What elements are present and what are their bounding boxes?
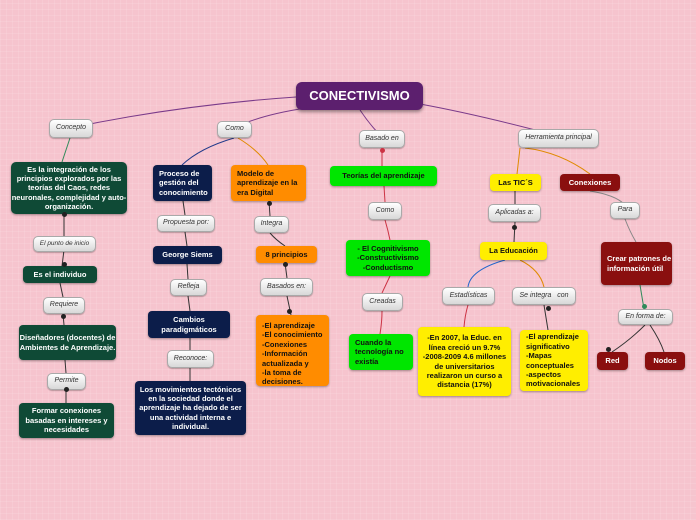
label-concepto[interactable]: Concepto	[49, 119, 93, 138]
label-para[interactable]: Para	[610, 202, 640, 219]
estadisticas-dato-node[interactable]: -En 2007, la Educ. en línea creció un 9.…	[418, 327, 511, 396]
label-en-forma-de[interactable]: En forma de:	[618, 309, 673, 325]
disenadores-node[interactable]: Diseñadores (docentes) de Ambientes de A…	[19, 325, 116, 360]
label-punto-de-inicio[interactable]: El punto de inicio	[33, 236, 96, 252]
cambios-paradigmaticos-node[interactable]: Cambios paradigmáticos	[148, 311, 230, 338]
label-herramienta-principal[interactable]: Herramienta principal	[518, 129, 599, 148]
connector-dot	[546, 306, 551, 311]
tics-node[interactable]: Las TIC´S	[490, 174, 541, 191]
label-aplicadas-a[interactable]: Aplicadas a:	[488, 204, 541, 222]
label-como[interactable]: Como	[217, 121, 252, 138]
nodos-node[interactable]: Nodos	[645, 352, 685, 370]
conexiones-node[interactable]: Conexiones	[560, 174, 620, 191]
teorias-aprendizaje-node[interactable]: Teorías del aprendizaje	[330, 166, 437, 186]
definition-node[interactable]: Es la integración de los principios expl…	[11, 162, 127, 214]
formar-conexiones-node[interactable]: Formar conexiones basadas en intereses y…	[19, 403, 114, 438]
ocho-principios-node[interactable]: 8 principios	[256, 246, 317, 263]
teorias-list-node[interactable]: - El Cognitivismo -Constructivismo -Cond…	[346, 240, 430, 276]
label-basados-en[interactable]: Basados en:	[260, 278, 313, 296]
label-refleja[interactable]: Refleja	[170, 279, 207, 296]
label-requiere[interactable]: Requiere	[43, 297, 85, 314]
label-como-teorias[interactable]: Como	[368, 202, 402, 220]
connector-dot	[62, 212, 67, 217]
connector-dot	[642, 304, 647, 309]
educacion-node[interactable]: La Educación	[480, 242, 547, 260]
label-basado-en[interactable]: Basado en	[359, 130, 405, 148]
connector-dot	[64, 387, 69, 392]
connector-dot	[606, 347, 611, 352]
red-node[interactable]: Red	[597, 352, 628, 370]
proceso-gestion-node[interactable]: Proceso de gestión del conocimiento	[153, 165, 212, 201]
label-reconoce[interactable]: Reconoce:	[167, 350, 214, 368]
label-se-integra-con[interactable]: Se integra con	[512, 287, 576, 305]
label-estadisticas[interactable]: Estadísticas	[442, 287, 495, 305]
connector-dot	[380, 148, 385, 153]
connector-dot	[267, 201, 272, 206]
crear-patrones-node[interactable]: Crear patrones de información útil	[601, 242, 672, 285]
connector-dot	[512, 225, 517, 230]
modelo-aprendizaje-node[interactable]: Modelo de aprendizaje en la era Digital	[231, 165, 306, 201]
principios-list-node[interactable]: -El aprendizaje -El conocimiento -Conexi…	[256, 315, 329, 386]
label-creadas[interactable]: Creadas	[362, 293, 403, 311]
aprendizaje-significativo-node[interactable]: -El aprendizaje significativo -Mapas con…	[520, 330, 588, 391]
label-propuesta-por[interactable]: Propuesta por:	[157, 215, 215, 232]
label-integra[interactable]: Integra	[254, 216, 289, 233]
movimientos-tectonicos-node[interactable]: Los movimientos tectónicos en la socieda…	[135, 381, 246, 435]
connector-dot	[61, 314, 66, 319]
sin-tecnologia-node[interactable]: Cuando la tecnología no existía	[349, 334, 413, 370]
george-siems-node[interactable]: George Siems	[153, 246, 222, 264]
individuo-node[interactable]: Es el individuo	[23, 266, 97, 283]
connector-dot	[287, 309, 292, 314]
connector-dot	[283, 262, 288, 267]
central-topic-title[interactable]: CONECTIVISMO	[296, 82, 423, 110]
connector-dot	[62, 262, 67, 267]
